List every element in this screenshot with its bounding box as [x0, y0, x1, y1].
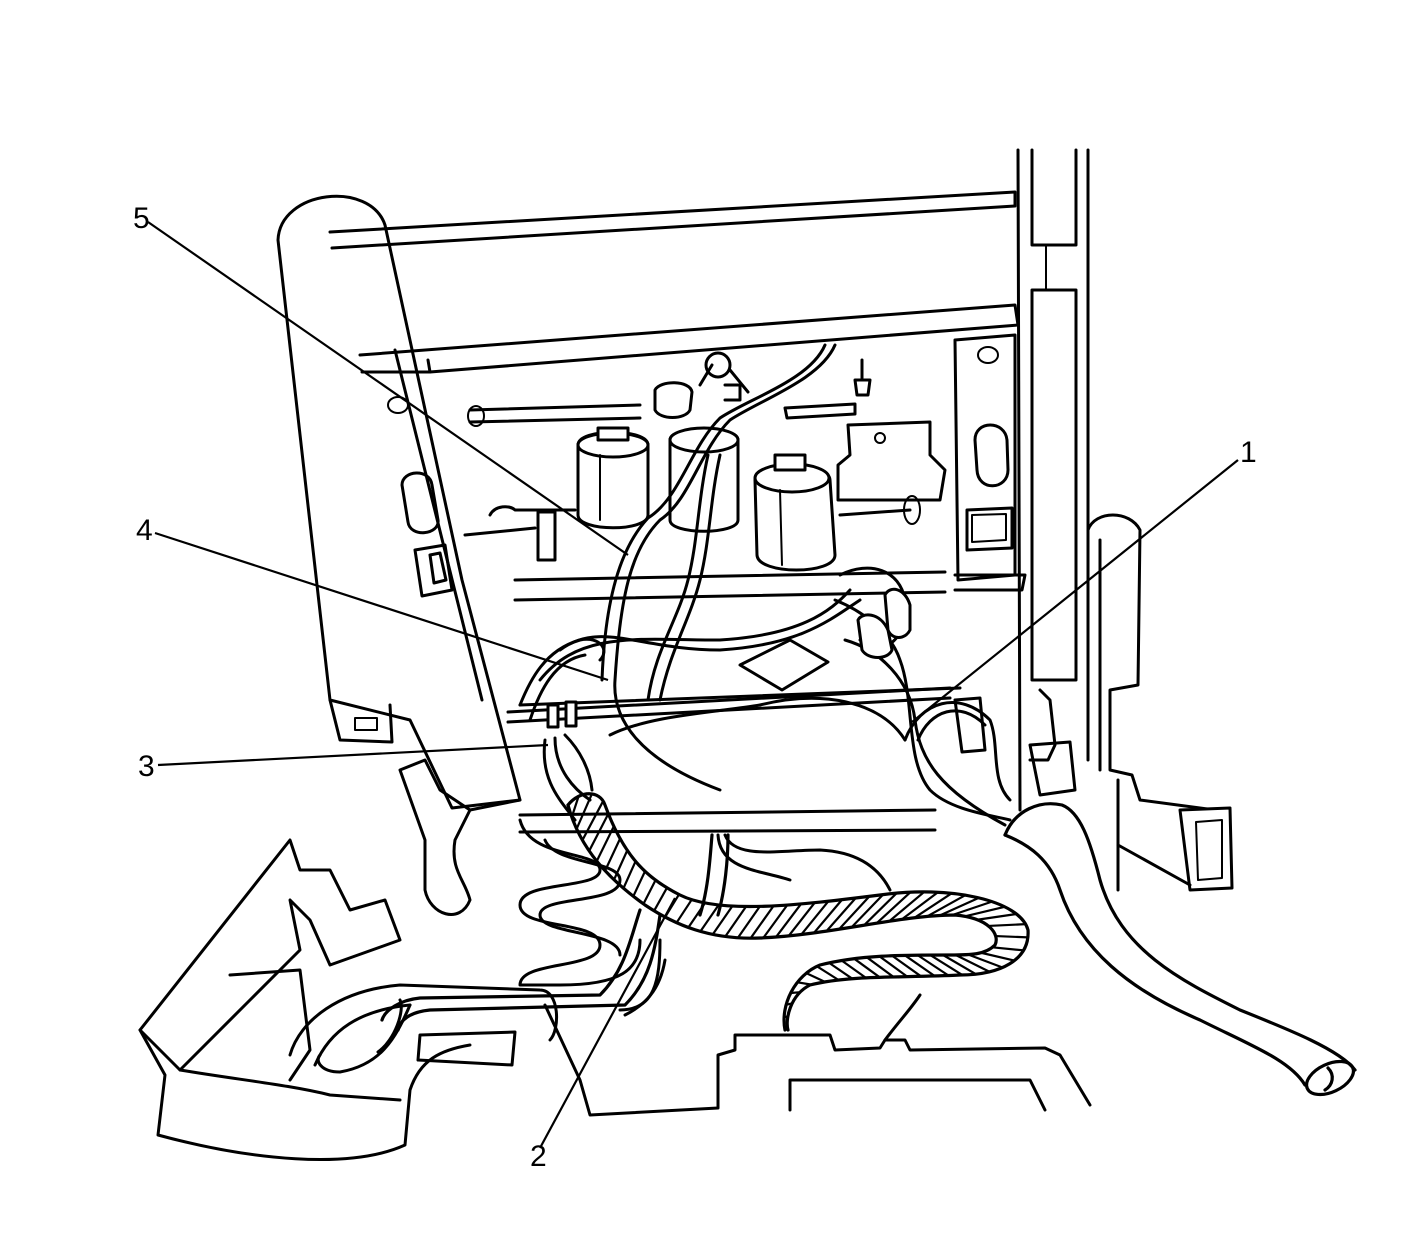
- leader-line-5: [147, 221, 629, 556]
- conduit-wrap-stripe: [711, 905, 734, 936]
- conduit-wrap-stripe: [955, 954, 990, 973]
- callout-2: 2: [530, 1140, 547, 1173]
- conduit-wrap-stripe: [863, 892, 898, 926]
- conduit-wrap-stripe: [840, 959, 867, 979]
- conduit-wrap-stripe: [805, 972, 826, 983]
- conduit-wrap-stripe: [749, 905, 775, 939]
- conduit-wrap-stripe: [968, 953, 1003, 969]
- conduit-wrap-stripe: [699, 904, 720, 933]
- conduit-wrap-stripe: [828, 961, 853, 980]
- conduit-wrap-stripe: [653, 887, 668, 912]
- conduit-wrap-stripe: [850, 893, 884, 929]
- callout-labels: 1 2 3 4 5: [133, 202, 1257, 1173]
- callout-4: 4: [136, 514, 153, 547]
- conduit-wrap-stripe: [800, 900, 830, 936]
- conduit-wrap-stripe: [737, 905, 761, 939]
- conduit-wrap-stripe: [787, 901, 816, 937]
- conduit-wrap-stripe: [622, 860, 637, 889]
- conduit-wrap-stripe: [604, 838, 622, 872]
- leader-line-4: [154, 531, 609, 682]
- conduit-wrap-stripe: [980, 951, 1015, 962]
- conduit-wrap-stripe: [988, 923, 1026, 928]
- leader-line-2: [539, 897, 676, 1149]
- conduit-wrap-stripe: [675, 899, 693, 924]
- conduit-wrap-stripe: [942, 954, 977, 976]
- callout-leaders: [147, 221, 1239, 1149]
- conduit-wrap-stripe: [724, 905, 747, 938]
- conduit-wrap-stripe: [588, 813, 610, 852]
- conduit-wrap-stripe: [888, 891, 925, 923]
- conduit-wrap-stripe: [642, 879, 657, 905]
- conduit-wrap-stripe: [581, 800, 605, 841]
- conduit-wrap-stripe: [891, 954, 922, 978]
- conduit-wrap-stripe: [939, 896, 980, 917]
- callout-3: 3: [138, 750, 155, 783]
- leader-line-3: [157, 743, 549, 767]
- conduit-wrap-stripe: [992, 946, 1024, 952]
- conduit-wrap-stripe: [916, 954, 950, 977]
- conduit-wrap-stripe: [952, 900, 993, 917]
- seat-adjuster-motors: [488, 351, 947, 572]
- conduit-wrap-stripe: [785, 1002, 793, 1006]
- conduit-wrap-stripe: [790, 991, 801, 995]
- leader-line-1: [911, 459, 1239, 723]
- conduit-wrap-stripe: [904, 954, 936, 977]
- conduit-wrap-stripe: [901, 891, 939, 921]
- seat-floor-and-track: [138, 758, 1092, 1161]
- conduit-wrap-stripe: [813, 898, 843, 934]
- conduit-wrap-stripe: [775, 903, 802, 938]
- conduit-wrap-stripe: [926, 894, 966, 918]
- conduit-wrap-stripe: [687, 902, 706, 929]
- conduit-wrap-stripe: [783, 1015, 789, 1019]
- conduit-wrap-stripe: [613, 849, 629, 881]
- conduit-wrap-stripe: [825, 897, 857, 932]
- callout-1: 1: [1240, 436, 1257, 469]
- conduit-wrap-stripe: [575, 793, 593, 830]
- conduit-wrap-stripe: [875, 891, 912, 925]
- conduit-wrap-stripe: [816, 965, 840, 981]
- conduit-wrap-stripe: [929, 954, 963, 976]
- seat-back-frame: [276, 148, 1090, 834]
- seat-wires: [506, 343, 1012, 892]
- conduit-wrap-stripe: [995, 934, 1028, 939]
- conduit-wrap-stripe: [595, 825, 615, 862]
- conduit-wrap-stripe: [866, 956, 895, 978]
- conduit-wrap-stripe: [632, 870, 646, 897]
- wiring-harness-conduit: [380, 792, 1357, 1097]
- conduit-wrap-stripe: [964, 905, 1005, 918]
- conduit-wrap-stripe: [762, 904, 789, 939]
- seat-side-trim: [953, 513, 1234, 892]
- conduit-wrap-stripe: [913, 892, 953, 919]
- conduit-wrap-stripe: [853, 957, 881, 979]
- conduit-wrap-stripe: [878, 955, 908, 978]
- conduit-wrap-stripe: [977, 912, 1017, 921]
- conduit-wrap-stripe: [570, 796, 580, 818]
- conduit-wrap-stripe: [797, 981, 812, 986]
- callout-5: 5: [133, 202, 150, 235]
- conduit-wrap-stripe: [838, 895, 871, 930]
